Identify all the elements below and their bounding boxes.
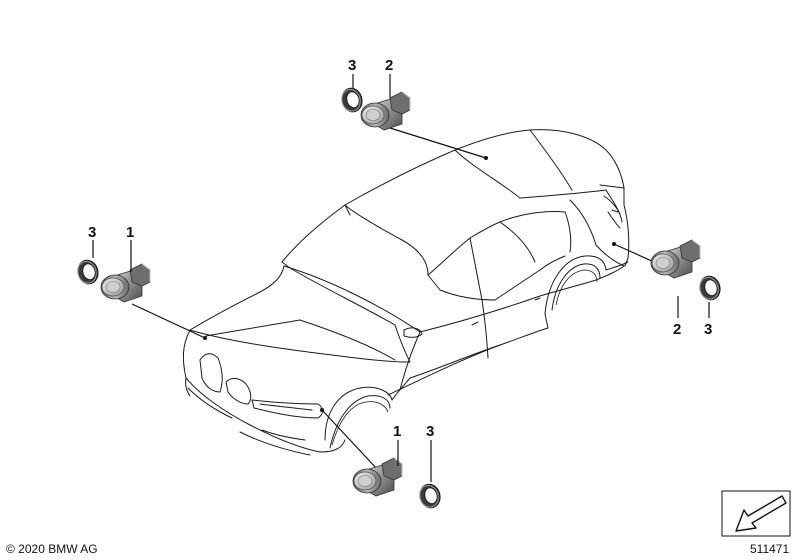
callout-left-ring: 3	[88, 224, 96, 241]
ring-bottom	[416, 481, 444, 511]
copyright-text: © 2020 BMW AG	[6, 542, 98, 556]
ring-top	[338, 85, 366, 115]
arrow-down-left-icon	[721, 490, 791, 537]
callout-bottom-sensor: 1	[393, 423, 401, 440]
ring-right	[696, 273, 724, 303]
sensor-right	[650, 239, 701, 279]
ring-left	[74, 257, 102, 287]
callout-right-sensor: 2	[673, 321, 681, 338]
callout-bottom-ring: 3	[426, 423, 434, 440]
callout-right-ring: 3	[704, 321, 712, 338]
sensor-bottom	[352, 457, 403, 497]
leader-lines	[131, 127, 655, 471]
callout-left-sensor: 1	[126, 224, 134, 241]
car-outline	[182, 129, 630, 456]
callout-ticks	[92, 74, 710, 482]
diagram-number: 511471	[750, 542, 789, 556]
callout-top-ring: 3	[348, 57, 356, 74]
callout-top-sensor: 2	[385, 57, 393, 74]
sensor-top	[360, 91, 411, 131]
sensor-left	[100, 263, 151, 303]
